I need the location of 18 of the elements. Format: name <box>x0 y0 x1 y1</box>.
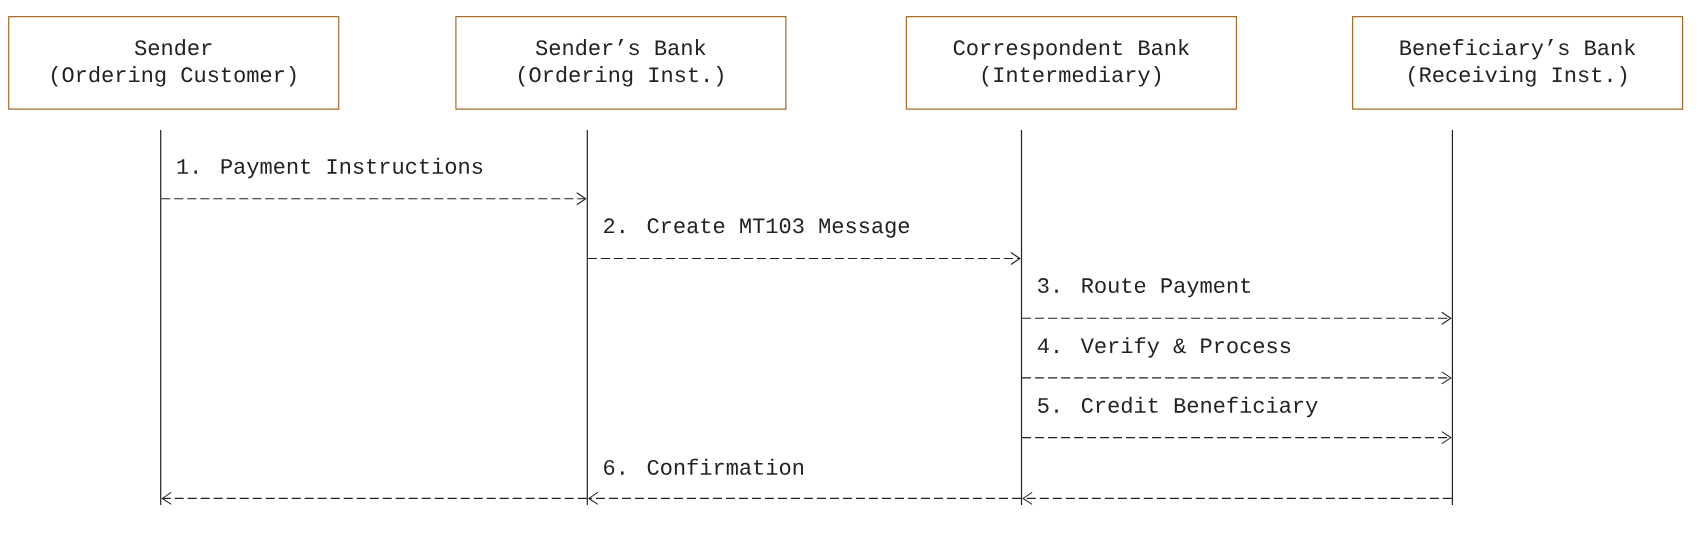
arrow <box>1021 431 1452 445</box>
participant-box: Sender (Ordering Customer) <box>8 16 340 110</box>
arrow <box>1021 311 1452 325</box>
arrow <box>1021 371 1452 385</box>
edge-label: 2. Create MT103 Message <box>604 218 910 238</box>
participant-box: Beneficiary’s Bank (Receiving Inst.) <box>1352 16 1684 110</box>
participant-box: Correspondent Bank (Intermediary) <box>905 16 1237 110</box>
edge-label: 5. Credit Beneficiary <box>1038 396 1318 418</box>
edge-label: 1. Payment Instructions <box>177 157 483 179</box>
arrow <box>161 491 588 505</box>
edge-label: 3. Route Payment <box>1038 278 1251 298</box>
edge-label: 6. Confirmation <box>604 458 803 475</box>
arrow <box>587 491 1022 505</box>
arrow <box>1022 491 1453 505</box>
arrow <box>587 251 1021 266</box>
edge-label: 4. Verify & Process <box>1037 337 1291 358</box>
arrow <box>160 192 587 206</box>
participant-box: Sender’s Bank (Ordering Inst.) <box>455 16 787 110</box>
